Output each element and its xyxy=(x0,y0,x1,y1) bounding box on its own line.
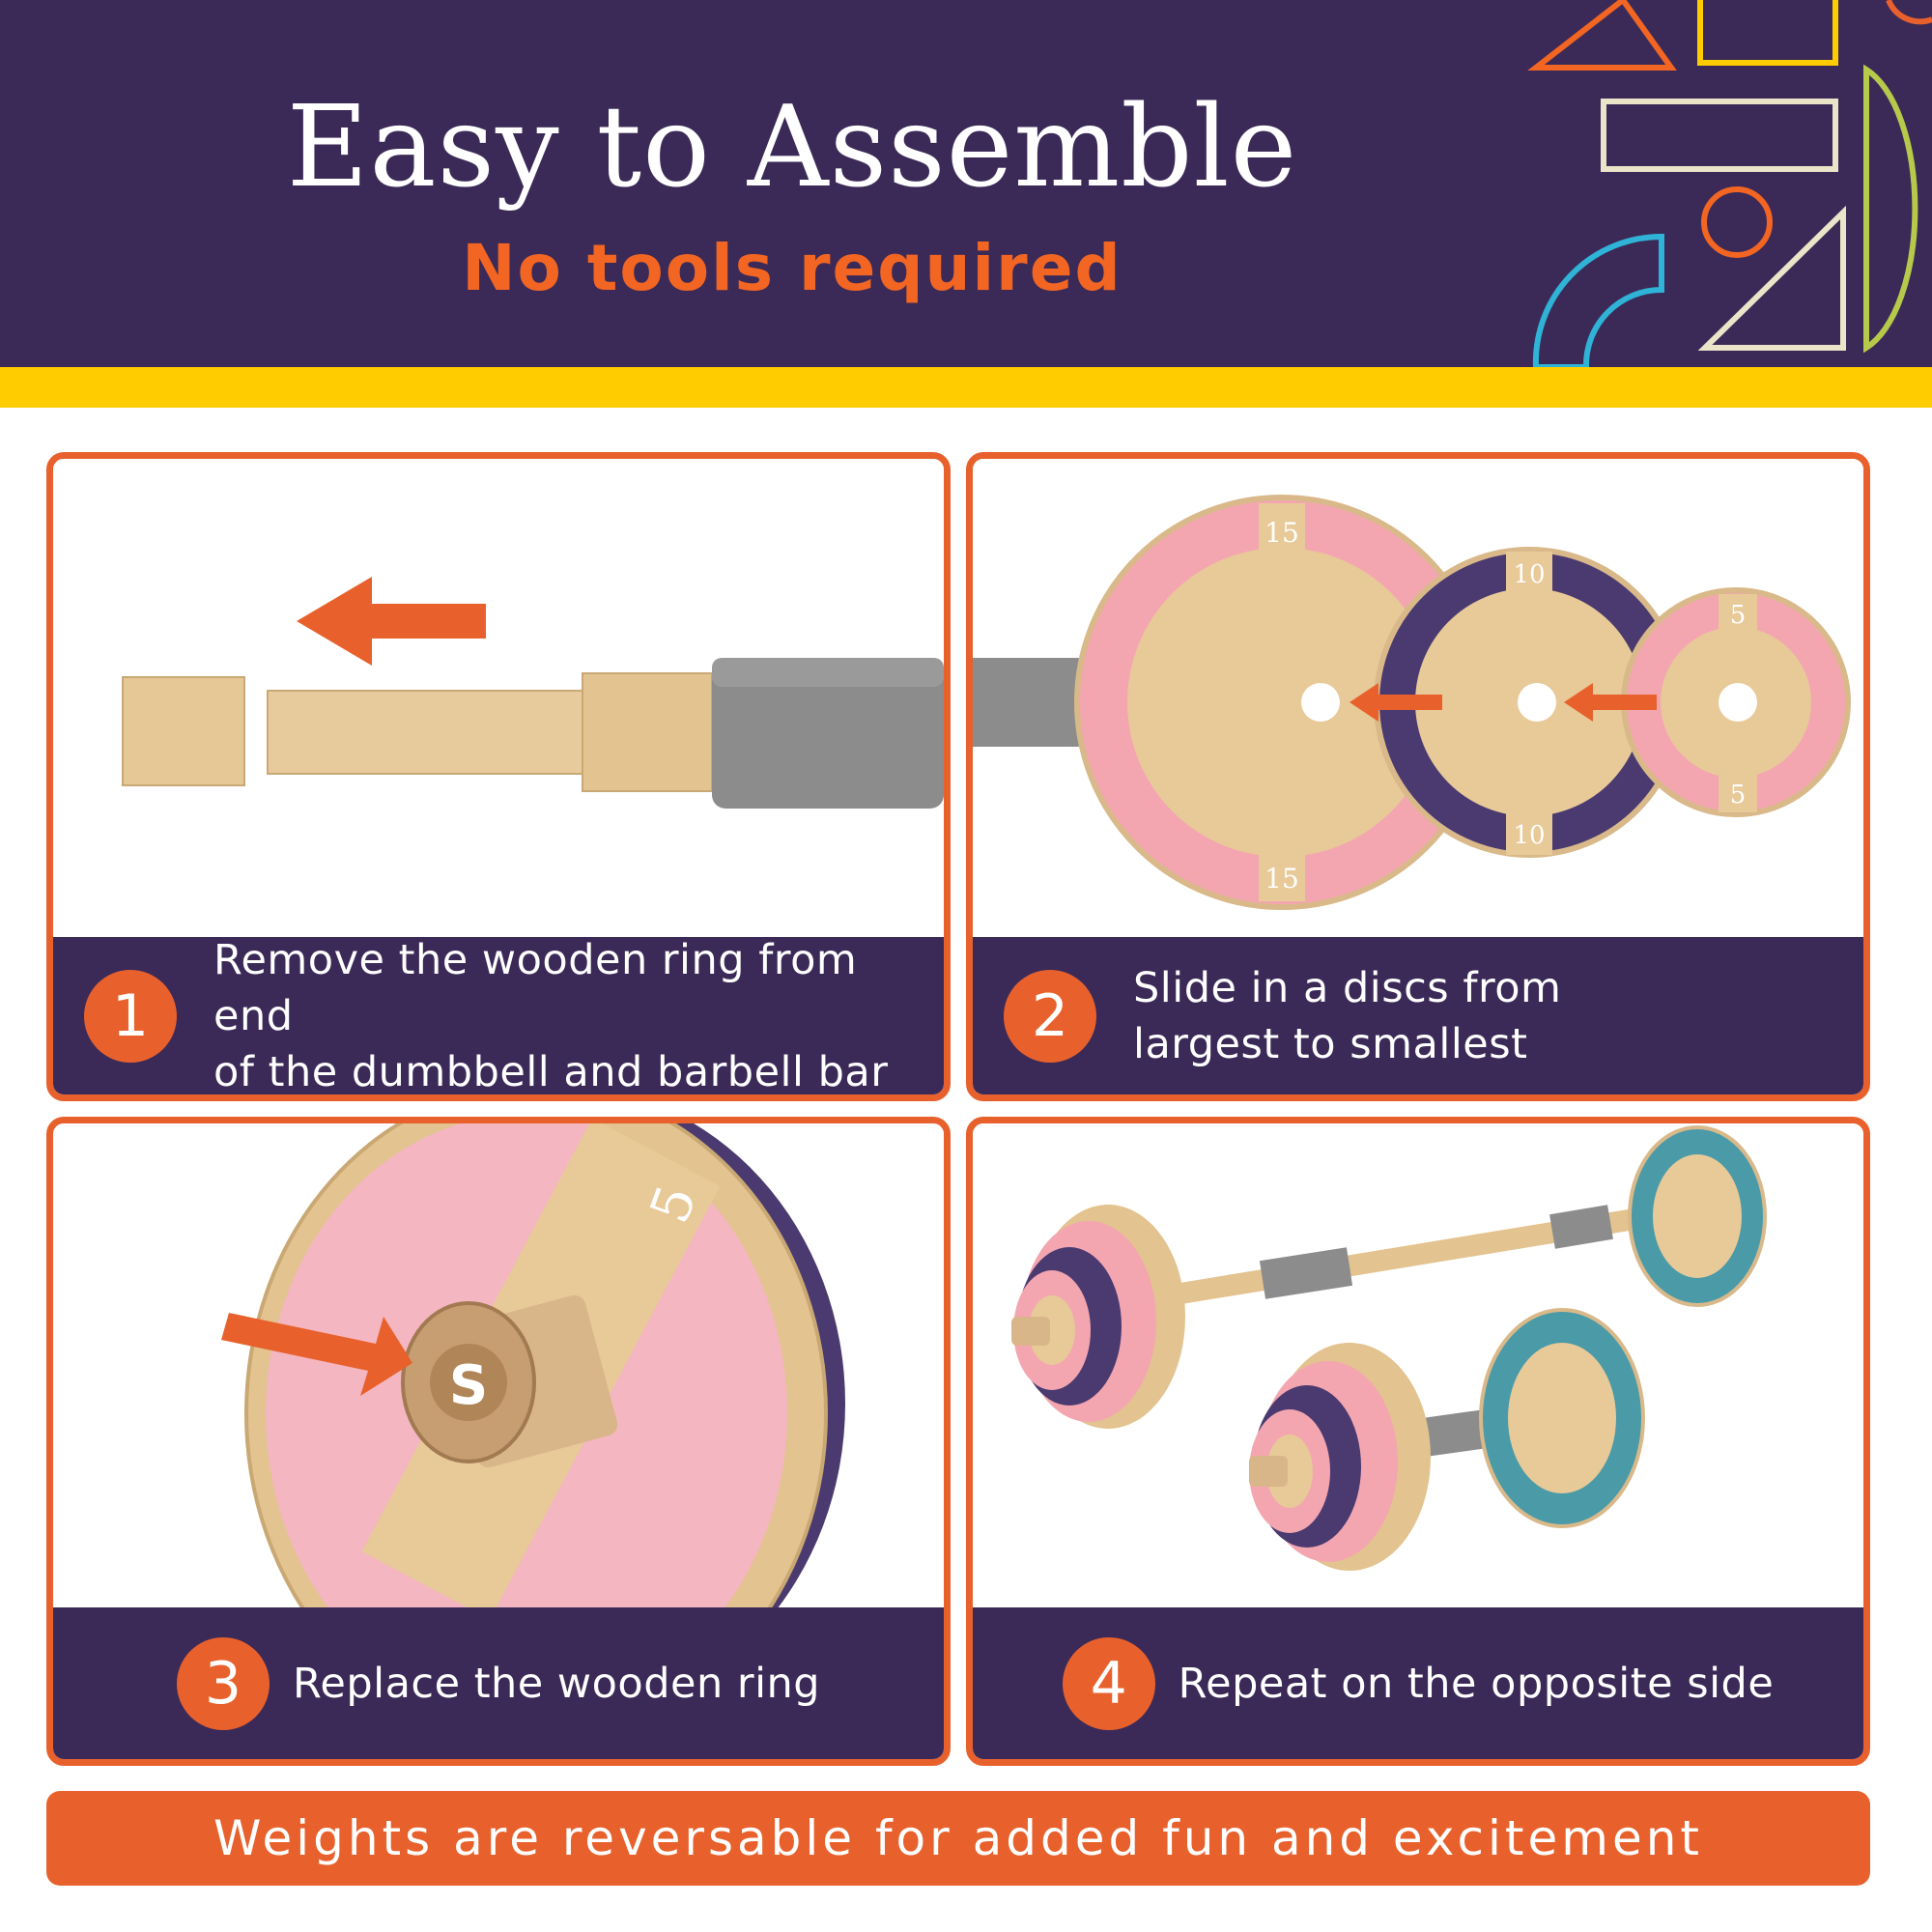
step-text-line: Remove the wooden ring from end xyxy=(213,935,858,1040)
page-subtitle: No tools required xyxy=(462,231,1122,305)
arrow-left-icon xyxy=(297,577,486,666)
step-card-1: 1 Remove the wooden ring from end of the… xyxy=(46,452,951,1101)
step-description: Replace the wooden ring xyxy=(292,1659,821,1708)
step-caption-3: 3 Replace the wooden ring xyxy=(53,1607,944,1759)
step-number-badge: 1 xyxy=(84,969,177,1063)
arrow-left-icon xyxy=(1350,683,1442,722)
header-stripe xyxy=(0,367,1932,408)
arrow-right-icon xyxy=(221,1313,412,1396)
footer-text: Weights are reversable for added fun and… xyxy=(213,1810,1704,1866)
step-number-badge: 4 xyxy=(1062,1636,1155,1730)
svg-text:10: 10 xyxy=(1513,560,1545,589)
svg-text:15: 15 xyxy=(1264,863,1299,895)
svg-text:5: 5 xyxy=(1730,601,1747,630)
step-card-3: 5 S 3 Replace the wooden ring xyxy=(46,1117,951,1766)
logo-icon: S xyxy=(449,1354,488,1417)
disc-stacking-illustration: 15 15 10 10 5 5 xyxy=(973,459,1863,944)
step-card-2: 15 15 10 10 5 5 2 Slide in a discs from … xyxy=(966,452,1870,1101)
step-text-line: Slide in a discs from xyxy=(1133,963,1562,1012)
step-caption-2: 2 Slide in a discs from largest to small… xyxy=(973,937,1863,1094)
step-description: Slide in a discs from largest to smalles… xyxy=(1133,960,1561,1072)
svg-text:10: 10 xyxy=(1513,821,1545,850)
header-banner: Easy to Assemble No tools required xyxy=(0,0,1932,367)
bar-end-removal-illustration xyxy=(53,459,944,944)
step-text-line: largest to smallest xyxy=(1133,1019,1528,1068)
step-number-badge: 2 xyxy=(1004,969,1096,1063)
footer-banner: Weights are reversable for added fun and… xyxy=(46,1791,1870,1886)
decorative-shapes-graphic xyxy=(1527,0,1932,367)
svg-text:15: 15 xyxy=(1264,517,1299,549)
step-description: Remove the wooden ring from end of the d… xyxy=(213,932,944,1096)
step-caption-4: 4 Repeat on the opposite side xyxy=(973,1607,1863,1759)
step-number-badge: 3 xyxy=(176,1636,270,1730)
assembled-weights-illustration xyxy=(973,1123,1863,1614)
arrow-left-icon xyxy=(1564,683,1657,722)
step-card-4: 4 Repeat on the opposite side xyxy=(966,1117,1870,1766)
svg-text:5: 5 xyxy=(1730,781,1747,810)
step-caption-1: 1 Remove the wooden ring from end of the… xyxy=(53,936,944,1094)
ring-replacement-illustration: 5 S xyxy=(53,1123,944,1614)
step-text-line: of the dumbbell and barbell bar xyxy=(213,1047,889,1096)
step-description: Repeat on the opposite side xyxy=(1178,1659,1775,1708)
page-title: Easy to Assemble xyxy=(286,82,1298,213)
